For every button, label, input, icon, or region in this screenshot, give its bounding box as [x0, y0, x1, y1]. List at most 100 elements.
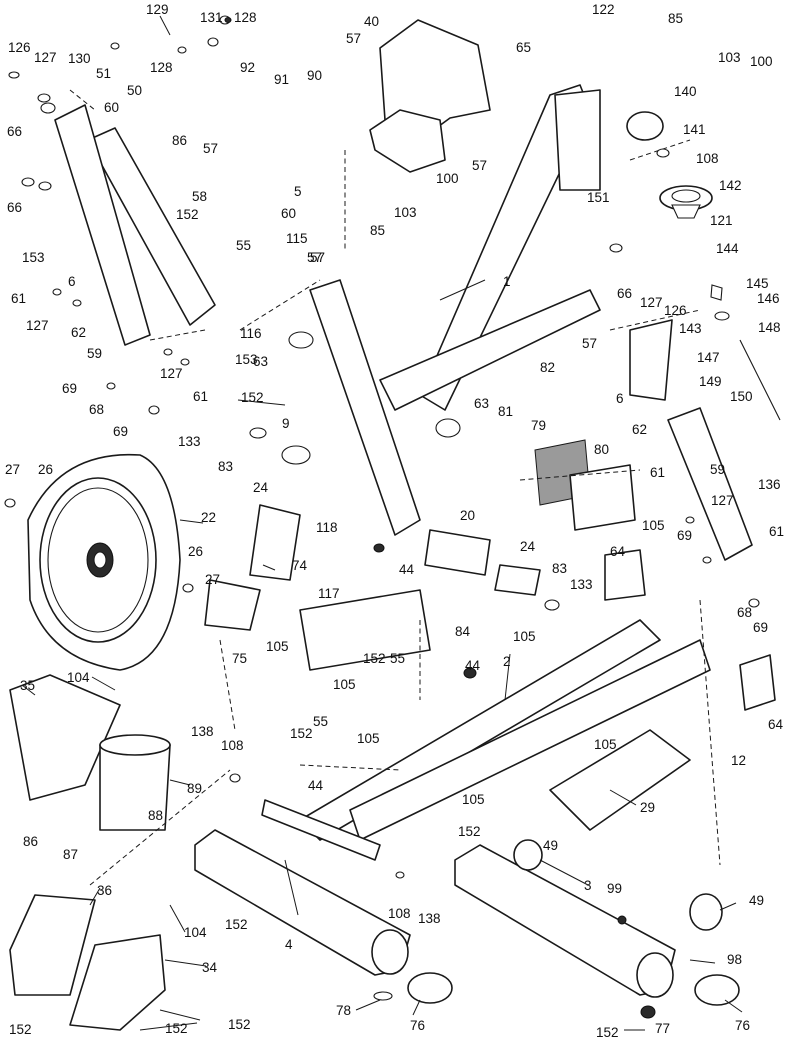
callout-152f: 152	[225, 917, 248, 932]
callout-122: 122	[592, 2, 615, 17]
callout-133: 133	[178, 434, 201, 449]
callout-108b: 108	[221, 738, 244, 753]
callout-6: 6	[68, 274, 76, 289]
callout-59: 59	[87, 346, 102, 361]
callout-68: 68	[89, 402, 104, 417]
callout-55: 55	[236, 238, 251, 253]
callout-105f: 105	[594, 737, 617, 752]
callout-153b: 153	[235, 352, 258, 367]
flywheel-disc	[27, 453, 181, 671]
console-cover	[369, 19, 491, 173]
callout-leaders	[21, 15, 743, 1031]
callout-34: 34	[202, 960, 218, 975]
callout-5: 5	[294, 184, 302, 199]
callout-49b: 49	[749, 893, 764, 908]
callout-50: 50	[127, 83, 142, 98]
callout-59b: 59	[710, 462, 725, 477]
callout-100b: 100	[436, 171, 459, 186]
callout-65: 65	[516, 40, 531, 55]
callout-152g: 152	[228, 1017, 251, 1032]
callout-74: 74	[292, 558, 308, 573]
callout-91: 91	[274, 72, 289, 87]
callout-51: 51	[96, 66, 111, 81]
electronics-board	[534, 439, 636, 531]
callout-128: 128	[234, 10, 257, 25]
callout-104: 104	[67, 670, 90, 685]
part-shapes	[9, 19, 776, 1031]
callout-116: 116	[240, 326, 262, 341]
callout-105g: 105	[462, 792, 485, 807]
crank-housing	[204, 331, 541, 631]
callout-69d: 69	[753, 620, 768, 635]
callout-labels: 129 131 128 122 85 126 127 130 51 50 128…	[5, 2, 784, 1040]
callout-22: 22	[201, 510, 216, 525]
callout-88: 88	[148, 808, 163, 823]
callout-108c: 108	[388, 906, 411, 921]
callout-55b: 55	[390, 651, 405, 666]
callout-117: 117	[318, 586, 340, 601]
callout-105d: 105	[333, 677, 356, 692]
hardware-fasteners	[4, 15, 781, 925]
callout-142: 142	[719, 178, 742, 193]
callout-105: 105	[642, 518, 665, 533]
main-frame-upright	[309, 84, 601, 536]
callout-4: 4	[285, 937, 293, 952]
callout-136: 136	[758, 477, 781, 492]
callout-44b: 44	[465, 658, 481, 673]
callout-29: 29	[640, 800, 655, 815]
callout-133b: 133	[570, 577, 593, 592]
callout-76b: 76	[735, 1018, 750, 1033]
callout-66c: 66	[617, 286, 632, 301]
callout-12: 12	[731, 753, 746, 768]
callout-62b: 62	[632, 422, 647, 437]
callout-90: 90	[307, 68, 322, 83]
callout-57c: 57	[472, 158, 487, 173]
middle-shroud	[299, 589, 431, 671]
callout-149: 149	[699, 374, 722, 389]
callout-57f: 57	[307, 250, 322, 265]
callout-152e: 152	[458, 824, 481, 839]
callout-127e: 127	[711, 493, 734, 508]
callout-89: 89	[187, 781, 202, 796]
callout-76: 76	[410, 1018, 425, 1033]
callout-128b: 128	[150, 60, 173, 75]
callout-78: 78	[336, 1003, 351, 1018]
callout-152j: 152	[165, 1021, 188, 1036]
callout-126b: 126	[664, 303, 687, 318]
right-handle-arm	[629, 319, 753, 561]
callout-83: 83	[218, 459, 233, 474]
callout-105c: 105	[266, 639, 289, 654]
callout-127c: 127	[640, 295, 663, 310]
callout-2: 2	[503, 654, 511, 669]
leveling-feet	[373, 972, 740, 1019]
callout-103b: 103	[394, 205, 417, 220]
callout-146: 146	[757, 291, 780, 306]
callout-99: 99	[607, 881, 622, 896]
callout-57b: 57	[203, 141, 218, 156]
callout-115: 115	[286, 231, 308, 246]
callout-69c: 69	[677, 528, 692, 543]
callout-1: 1	[503, 274, 511, 289]
callout-66: 66	[7, 124, 22, 139]
callout-152: 152	[176, 207, 199, 222]
callout-131: 131	[200, 10, 223, 25]
callout-24b: 24	[520, 539, 536, 554]
callout-105b: 105	[513, 629, 536, 644]
callout-6b: 6	[616, 391, 624, 406]
callout-127: 127	[34, 50, 57, 65]
callout-126: 126	[8, 40, 31, 55]
callout-143: 143	[679, 321, 702, 336]
right-leg	[454, 844, 676, 998]
callout-26: 26	[38, 462, 53, 477]
callout-69b: 69	[113, 424, 128, 439]
callout-147: 147	[697, 350, 720, 365]
left-leg	[194, 829, 411, 976]
callout-27b: 27	[205, 572, 220, 587]
callout-24: 24	[253, 480, 269, 495]
callout-61d: 61	[769, 524, 784, 539]
callout-138: 138	[191, 724, 214, 739]
callout-55c: 55	[313, 714, 328, 729]
callout-86b: 86	[23, 834, 38, 849]
callout-127d: 127	[160, 366, 183, 381]
